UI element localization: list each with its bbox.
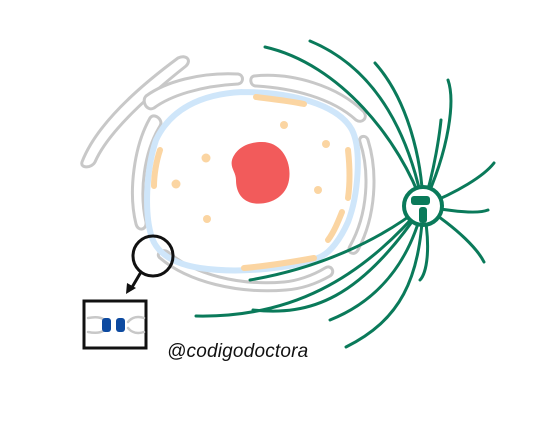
centrosome (402, 185, 444, 227)
fragment-left (151, 147, 163, 189)
chromatin-dot (322, 140, 330, 148)
chromatin-dot (280, 121, 288, 129)
chromatin-dot (201, 153, 211, 163)
microtubule (263, 45, 425, 208)
watermark: @codigodoctora (167, 341, 309, 362)
chromatin-dot (314, 186, 322, 194)
er-segment-top (142, 72, 244, 111)
fragment-bottom (241, 255, 317, 271)
nuclear-envelope (144, 89, 361, 274)
pore-protein (102, 318, 111, 332)
nuclear-pore-zoom (82, 234, 175, 350)
centriole-horizontal (411, 196, 430, 205)
zoom-inset-box (82, 299, 148, 350)
microtubule (194, 204, 425, 318)
nuclear-pore-complex (102, 318, 125, 332)
chromatin-dots (171, 121, 330, 223)
inset-membranes (86, 315, 146, 335)
er-segment-top-right (249, 73, 367, 123)
fragment-lower-right (325, 209, 345, 243)
zoom-arrow-head (126, 283, 136, 294)
er-segment-right (347, 134, 376, 255)
fragment-top (253, 94, 307, 107)
microtubule (308, 39, 425, 208)
pore-protein (116, 318, 125, 332)
zoom-circle (131, 234, 175, 278)
chromatin-dot (203, 215, 211, 223)
nuclear-envelope-fragments (151, 94, 353, 271)
centriole-vertical (419, 207, 427, 223)
chromatin-dot (171, 179, 181, 189)
er-segment-outer-left (80, 55, 190, 169)
microtubule (251, 204, 425, 313)
er-segment-bottom (156, 249, 335, 293)
nucleolus (231, 142, 290, 204)
fragment-right (345, 147, 353, 201)
microtubule (344, 204, 425, 349)
